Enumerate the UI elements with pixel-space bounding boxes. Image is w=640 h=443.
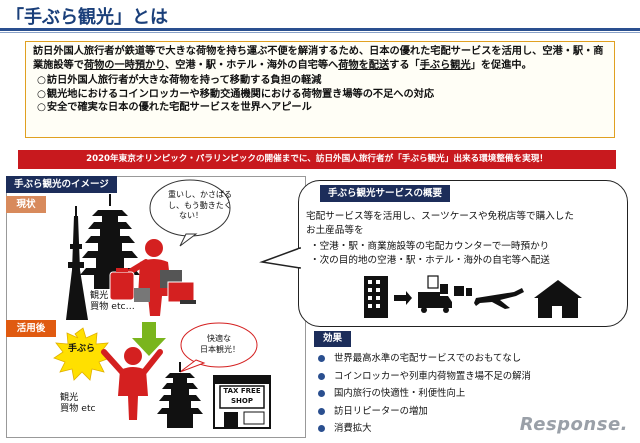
effect-item: コインロッカーや列車内荷物置き場不足の解消	[314, 368, 531, 386]
image-section-heading: 手ぶら観光のイメージ	[6, 176, 117, 193]
delivery-truck-icon	[418, 292, 452, 313]
intro-text-3: する「	[389, 60, 420, 71]
airplane-icon	[474, 288, 524, 309]
tax-free-shop-icon	[213, 375, 271, 429]
title-bar: 「手ぶら観光」とは	[0, 0, 640, 33]
sign-line: SHOP	[231, 396, 253, 405]
tax-free-sign: TAX FREE SHOP	[220, 387, 264, 406]
tag-current: 現状	[6, 196, 46, 213]
label-current-activities: 観光 買物 etc…	[90, 290, 135, 312]
effects-list: 世界最高水準の宅配サービスでのおもてなし コインロッカーや列車内荷物置き場不足の…	[314, 350, 531, 438]
label-line: 買物 etc	[60, 403, 96, 414]
intro-bullet: 安全で確実な日本の優れた宅配サービスを世界へアピール	[33, 101, 607, 115]
label-line: 買物 etc…	[90, 301, 135, 312]
tag-after: 活用後	[6, 320, 56, 337]
effect-item: 国内旅行の快適性・利便性向上	[314, 385, 531, 403]
label-line: 観光	[90, 290, 109, 301]
speech-bubble-tail	[179, 233, 198, 247]
arrow-down-icon	[132, 322, 166, 356]
starburst-text: 手ぶら	[68, 344, 96, 354]
balloon-tail	[259, 246, 301, 269]
speech-bubble-happy	[180, 322, 258, 368]
starburst-badge	[53, 327, 111, 381]
intro-box: 訪日外国人旅行者が鉄道等で大きな荷物を持ち運ぶ不便を解消するため、日本の優れた宅…	[25, 41, 615, 138]
speech-happy-text: 快適な 日本観光！	[200, 334, 240, 355]
page-title: 「手ぶら観光」とは	[6, 7, 168, 28]
traveler-with-luggage-icon	[109, 239, 196, 316]
intro-bullet: 観光地におけるコインロッカーや移動交通機関における荷物置き場等の不足への対応	[33, 88, 607, 102]
speech-bubble-happy-tail	[179, 359, 206, 373]
speech-heavy-line: 重いし、かさばる	[168, 190, 232, 199]
intro-text-1: 訪日外国人旅行者が鉄道等で大きな荷物を持ち運ぶ不便を解消するため、日本の優れた宅…	[33, 46, 604, 71]
skytree-icon	[66, 206, 88, 320]
label-line: 観光	[60, 392, 79, 403]
intro-underline-3: 手ぶら観光	[419, 60, 471, 71]
speech-happy-line: 快適な	[207, 334, 231, 343]
speech-heavy-line: ない！	[179, 211, 203, 220]
title-rule	[0, 28, 640, 31]
intro-underline-2: 荷物を配送	[338, 60, 390, 71]
service-bullet: ・空港・駅・商業施設等の宅配カウンターで一時預かり	[310, 241, 550, 252]
watermark-logo: Response.	[519, 414, 628, 435]
service-heading: 手ぶら観光サービスの概要	[320, 185, 451, 202]
speech-happy-line: 日本観光！	[200, 344, 240, 354]
intro-text-2: 、空港・駅・ホテル・海外の自宅等へ	[165, 60, 339, 71]
intro-bullet-list: 訪日外国人旅行者が大きな荷物を持って移動する負担の軽減 観光地におけるコインロッ…	[33, 74, 607, 115]
flow-arrows	[394, 291, 412, 305]
speech-heavy-text: 重いし、かさばる し、もう動きたく ない！	[168, 190, 232, 222]
house-icon	[534, 280, 582, 318]
goal-banner: 2020年東京オリンピック・パラリンピックの開催までに、訪日外国人旅行者が「手ぶ…	[18, 150, 616, 169]
speech-heavy-line: し、もう動きたく	[168, 200, 232, 210]
intro-paragraph: 訪日外国人旅行者が鉄道等で大きな荷物を持ち運ぶ不便を解消するため、日本の優れた宅…	[33, 45, 607, 73]
happy-traveler-icon	[101, 347, 163, 420]
intro-bullet: 訪日外国人旅行者が大きな荷物を持って移動する負担の軽減	[33, 74, 607, 88]
label-after-activities: 観光 買物 etc	[60, 392, 96, 414]
effect-item: 消費拡大	[314, 420, 531, 438]
effects-heading: 効果	[314, 331, 352, 347]
pagoda-icon-after	[157, 362, 203, 428]
title-rule-thin	[0, 32, 640, 33]
balloon-tail-mask	[298, 249, 302, 267]
intro-underline-1: 荷物の一時預かり	[83, 60, 166, 71]
building-icon	[364, 276, 388, 318]
luggage-icon	[427, 275, 472, 296]
intro-text-4: 」を促進中。	[470, 60, 532, 71]
service-line: お土産品等を	[306, 224, 364, 236]
service-line: 宅配サービス等を活用し、スーツケースや免税店等で購入した	[306, 211, 574, 222]
effect-item: 訪日リピーターの増加	[314, 403, 531, 421]
service-body: 宅配サービス等を活用し、スーツケースや免税店等で購入した お土産品等を ・空港・…	[306, 210, 622, 267]
effect-item: 世界最高水準の宅配サービスでのおもてなし	[314, 350, 531, 368]
service-bullet: ・次の目的地の空港・駅・ホテル・海外の自宅等へ配送	[310, 254, 550, 266]
sign-line: TAX FREE	[223, 387, 261, 395]
